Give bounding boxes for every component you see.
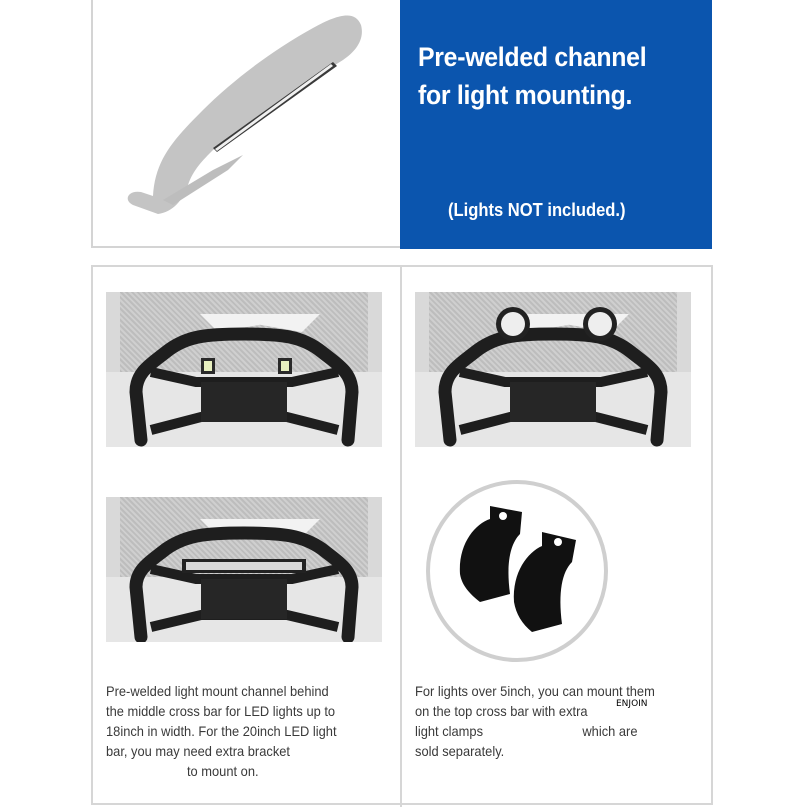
caption-left-line-4: bar, you may need extra bracket — [106, 743, 290, 759]
emblem-icon — [200, 314, 320, 332]
caption-right: For lights over 5inch, you can mount the… — [415, 681, 655, 761]
bull-bar-icon — [129, 327, 359, 447]
top-feature-panel: Pre-welded channel for light mounting. (… — [91, 0, 712, 249]
caption-left-line-1: Pre-welded light mount channel behind — [106, 683, 329, 699]
bull-bar-render-image — [93, 0, 399, 246]
banner-note: (Lights NOT included.) — [448, 200, 626, 220]
bull-bar-icon — [129, 526, 359, 642]
feature-banner: Pre-welded channel for light mounting. (… — [400, 0, 712, 249]
light-clamps-image — [426, 480, 608, 662]
caption-right-line-1: For lights over 5inch, you can mount the… — [415, 683, 655, 699]
headline-line-2: for light mounting. — [418, 80, 633, 110]
photo-cube-lights — [106, 292, 382, 447]
photo-led-light-bar — [106, 497, 382, 642]
caption-right-line-3: light clamps which are — [415, 721, 655, 741]
caption-right-line-3b: which are — [582, 723, 638, 739]
caption-right-line-4: sold separately. — [415, 743, 505, 759]
caption-right-line-2: on the top cross bar with extra — [415, 703, 588, 719]
banner-headline: Pre-welded channel for light mounting. — [418, 38, 685, 114]
caption-left-line-3: 18inch in width. For the 20inch LED ligh… — [106, 723, 337, 739]
light-clamp-icon — [459, 506, 576, 632]
headline-line-1: Pre-welded channel — [418, 42, 647, 72]
photo-round-lights — [415, 292, 691, 447]
bull-bar-icon — [438, 307, 668, 447]
bull-bar-render-icon — [127, 15, 362, 214]
caption-left-line-5: to mount on. — [186, 763, 259, 779]
caption-right-line-3a: light clamps — [415, 723, 484, 739]
brand-overlay-text: ENJOIN — [616, 699, 648, 709]
caption-left-line-2: the middle cross bar for LED lights up t… — [106, 703, 336, 719]
column-divider — [400, 267, 402, 807]
caption-left: Pre-welded light mount channel behind th… — [106, 681, 337, 781]
